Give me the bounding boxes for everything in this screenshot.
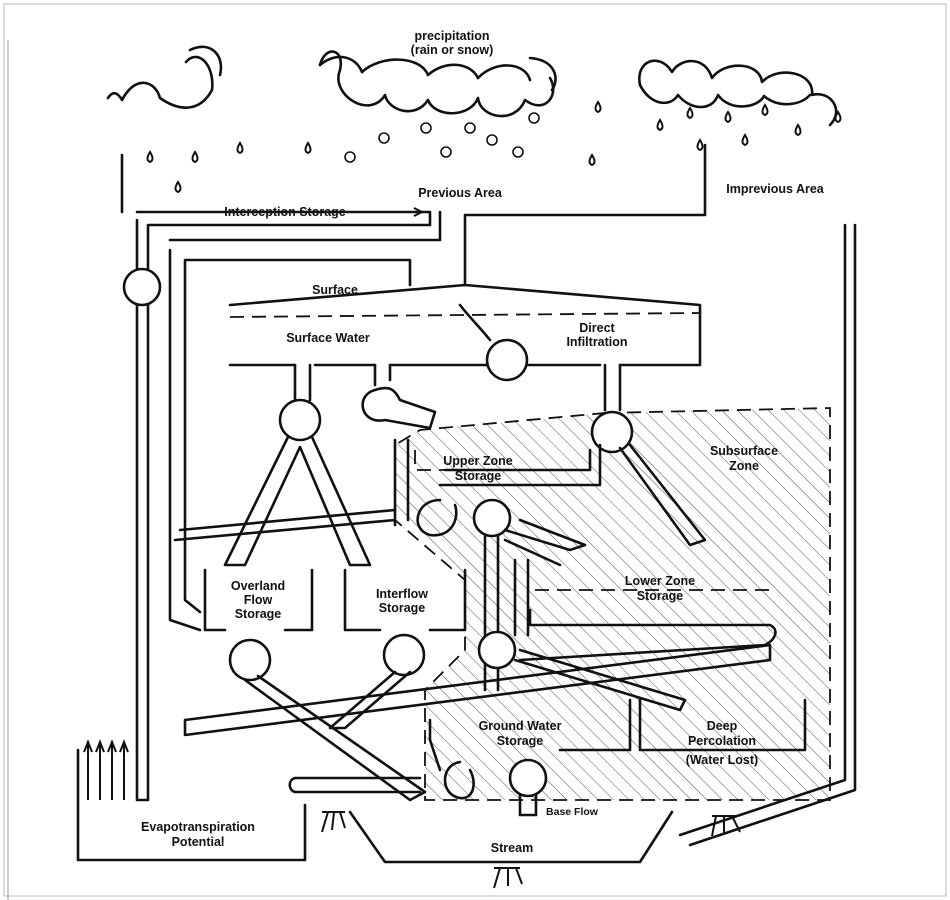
deep-percolation-box [638, 698, 807, 752]
interception-pipe [135, 210, 432, 802]
interception-storage-label: Interception Storage [224, 205, 346, 219]
direct-infiltration-pipe [603, 363, 622, 412]
stream-channel [348, 810, 674, 864]
cloud-center-icon [318, 50, 557, 118]
previous-area-label: Previous Area [418, 186, 503, 200]
interception-return-pipe [168, 210, 442, 242]
surface-water-label: Surface Water [286, 331, 370, 345]
ground-water-outlet-left-icon [443, 760, 475, 800]
surface-to-overland-pipe [293, 363, 312, 402]
interflow-box [343, 568, 467, 632]
upper-zone-valve-icon [361, 386, 437, 430]
impervious-area-boundary [463, 143, 707, 287]
lower-zone-sublabel: Storage [637, 589, 684, 603]
interception-arrow-icon [380, 207, 425, 217]
snowflake-icon [344, 112, 540, 163]
central-down-pipes [483, 533, 530, 692]
lower-zone-valve-icon [477, 630, 517, 670]
base-flow-valve-icon [508, 758, 548, 798]
arrow-up-icon [83, 739, 129, 800]
direct-infiltration-valve-icon [485, 338, 529, 382]
cloud-left-icon [106, 45, 223, 109]
upper-zone-outlet-left-icon [416, 498, 458, 537]
stream-label: Stream [491, 841, 533, 855]
impervious-area-label: Imprevious Area [726, 182, 825, 196]
infiltration-to-lower-pipe [618, 443, 707, 547]
subsurface-zone-sublabel: Zone [729, 459, 759, 473]
precipitation-sublabel: (rain or snow) [411, 43, 494, 57]
upper-zone-drop-pipe [373, 363, 392, 387]
interflow-crosspipe [173, 508, 397, 542]
overland-valve-icon [228, 638, 272, 682]
surface-box [228, 283, 702, 367]
base-flow-pipe [518, 793, 538, 817]
ground-water-box [428, 698, 632, 772]
interception-valve-icon [122, 267, 162, 307]
surface-runoff-valve-icon [278, 398, 322, 442]
lower-to-deep-pipe [513, 648, 687, 712]
overland-flow-sublabel-2: Storage [235, 607, 282, 621]
upper-zone-sublabel: Storage [455, 469, 502, 483]
upper-zone-label: Upper Zone [443, 454, 512, 468]
grass-icon [321, 811, 741, 889]
overland-flow-box [203, 568, 314, 632]
subsurface-zone-label: Subsurface [710, 444, 778, 458]
evapotranspiration-diagonal-pipe [183, 643, 772, 737]
evapotranspiration-sublabel: Potential [172, 835, 225, 849]
cloud-right-icon [638, 59, 838, 127]
surface-label: Surface [312, 283, 358, 297]
evapotranspiration-label: Evapotranspiration [141, 820, 255, 834]
subsurface-zone-boundary [394, 407, 831, 801]
surface-dashed-line [229, 312, 701, 318]
overland-to-stream-pipe [243, 674, 427, 802]
deep-percolation-note: (Water Lost) [686, 753, 758, 767]
interflow-label: Interflow [376, 587, 428, 601]
upper-zone-outlet-valve-icon [472, 498, 512, 538]
interflow-sublabel: Storage [379, 601, 426, 615]
direct-infiltration-sublabel: Infiltration [566, 335, 627, 349]
ground-water-label: Ground Water [479, 719, 562, 733]
deep-percolation-sublabel: Percolation [688, 734, 756, 748]
interflow-valve-icon [382, 633, 426, 677]
precipitation-label: precipitation [414, 29, 489, 43]
ground-water-sublabel: Storage [497, 734, 544, 748]
overland-flow-pipe [168, 248, 412, 632]
infiltration-valve-icon [590, 410, 634, 454]
et-return-pipe [288, 776, 422, 794]
overland-split-pipes [223, 435, 372, 567]
raindrop-icon [146, 100, 842, 194]
base-flow-label: Base Flow [546, 806, 599, 818]
overland-flow-label: Overland [231, 579, 285, 593]
direct-infiltration-label: Direct [579, 321, 615, 335]
upper-to-lower-pipe [503, 518, 587, 567]
evapotranspiration-box [76, 748, 307, 862]
deep-percolation-label: Deep [707, 719, 738, 733]
upper-zone-dashed [414, 450, 590, 471]
overland-flow-sublabel: Flow [244, 593, 273, 607]
direct-infiltration-link [458, 303, 492, 342]
outer-frame [3, 3, 947, 897]
interflow-outlet-pipe [328, 670, 412, 730]
lower-zone-label: Lower Zone [625, 574, 695, 588]
